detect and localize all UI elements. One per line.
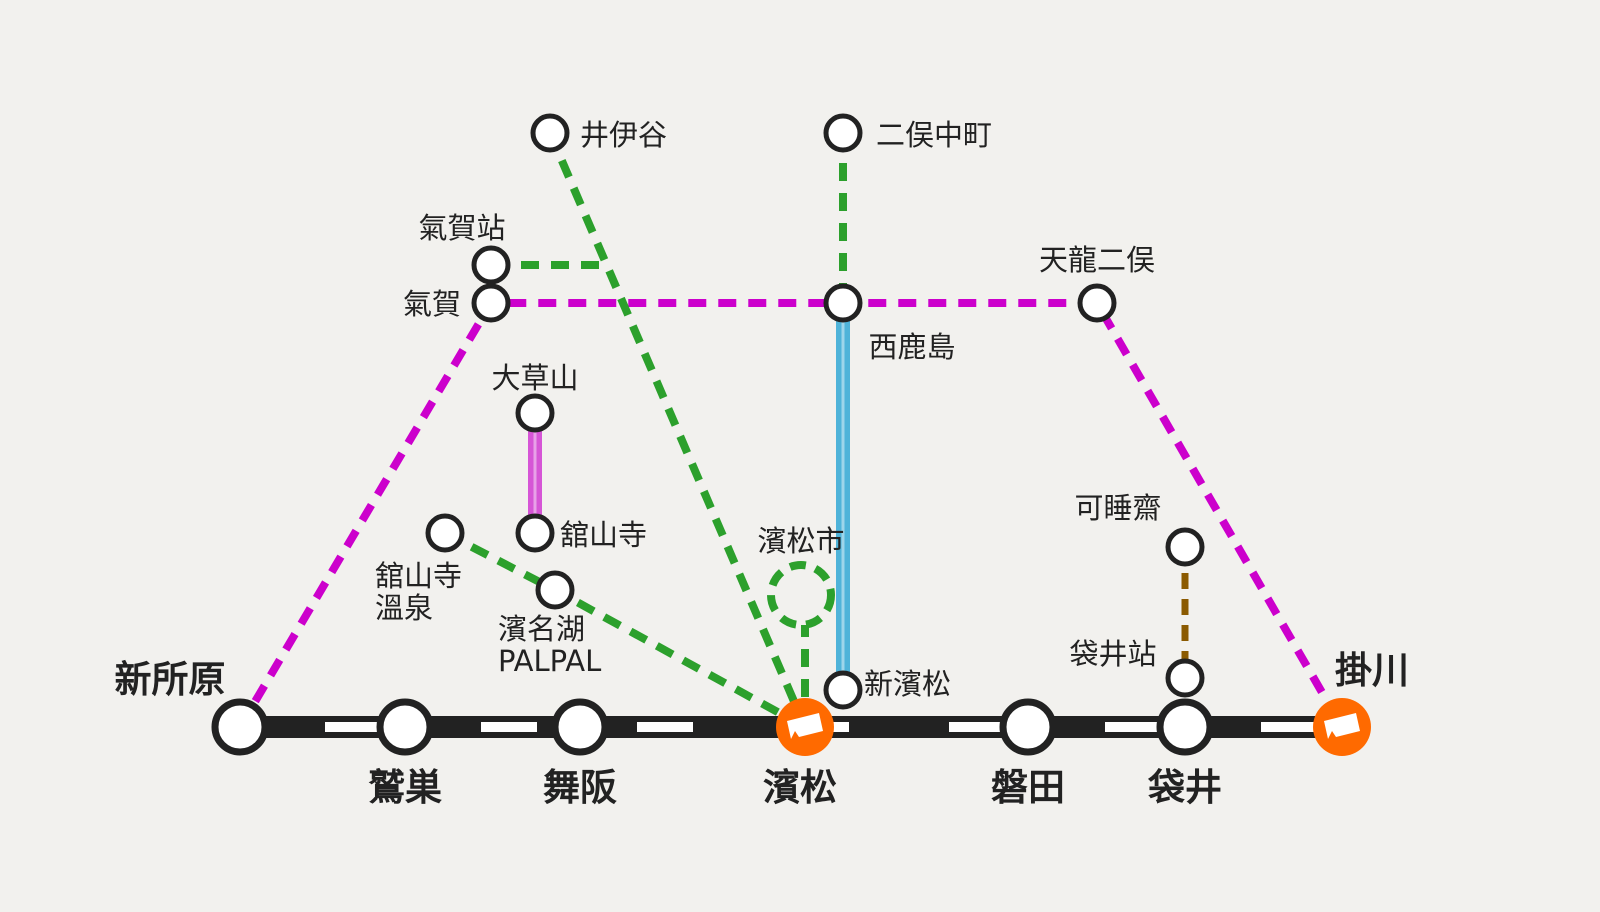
station-label-kanzanjionsen-line2: 溫泉 bbox=[375, 591, 433, 625]
train-terminal-icon[interactable] bbox=[1313, 698, 1371, 756]
station-label-kasuisai: 可睡齋 bbox=[1074, 491, 1161, 525]
station-label-shinhamamatsu: 新濱松 bbox=[864, 667, 951, 701]
green-route-iinoya bbox=[546, 131, 809, 729]
train-terminal-icon[interactable] bbox=[776, 698, 834, 756]
station-label-iinoya: 井伊谷 bbox=[580, 118, 667, 152]
station-marker-futamatanakamachi[interactable] bbox=[823, 113, 863, 153]
station-marker-nishikajima[interactable] bbox=[823, 283, 863, 323]
station-label-tenryufutamata: 天龍二俣 bbox=[1039, 243, 1155, 277]
station-marker-tenryufutamata[interactable] bbox=[1077, 283, 1117, 323]
station-label-palpal: 濱名湖 bbox=[498, 612, 585, 646]
station-label-kanzanjionsen: 舘山寺 bbox=[375, 559, 462, 593]
station-marker-iwata[interactable] bbox=[999, 698, 1057, 756]
station-label-hamamatsushi: 濱松市 bbox=[757, 524, 844, 558]
station-label-washizu: 鷲巣 bbox=[368, 766, 442, 809]
station-marker-kanzanji[interactable] bbox=[515, 513, 555, 553]
hamamatsushi-station-marker[interactable] bbox=[767, 561, 835, 629]
station-label-futamatanakamachi: 二俣中町 bbox=[876, 118, 992, 152]
station-label-kigastation: 氣賀站 bbox=[418, 211, 505, 245]
station-marker-shinjohara[interactable] bbox=[211, 698, 269, 756]
station-marker-shinhamamatsu[interactable] bbox=[823, 670, 863, 710]
station-marker-maisaka[interactable] bbox=[551, 698, 609, 756]
station-marker-kigastation[interactable] bbox=[471, 245, 511, 285]
station-marker-palpal[interactable] bbox=[535, 570, 575, 610]
station-label-fukuroi: 袋井 bbox=[1147, 766, 1222, 809]
station-label-kakegawa: 掛川 bbox=[1335, 649, 1409, 692]
station-label-fukuroistation: 袋井站 bbox=[1069, 637, 1156, 671]
station-label-palpal-line2: PALPAL bbox=[498, 644, 601, 678]
station-marker-washizu[interactable] bbox=[376, 698, 434, 756]
station-marker-kasuisai[interactable] bbox=[1165, 527, 1205, 567]
stations bbox=[211, 113, 1371, 756]
station-label-hamamatsu: 濱松 bbox=[763, 766, 837, 809]
station-label-maisaka: 舞阪 bbox=[543, 766, 617, 809]
station-marker-iinoya[interactable] bbox=[530, 113, 570, 153]
station-label-nishikajima: 西鹿島 bbox=[868, 330, 955, 364]
station-label-okusayama: 大草山 bbox=[491, 361, 578, 395]
station-marker-kiga[interactable] bbox=[471, 283, 511, 323]
station-marker-kanzanjionsen[interactable] bbox=[425, 513, 465, 553]
station-label-shinjohara: 新所原 bbox=[115, 658, 226, 701]
station-label-kiga: 氣賀 bbox=[403, 287, 461, 321]
station-marker-okusayama[interactable] bbox=[515, 393, 555, 433]
station-marker-fukuroi[interactable] bbox=[1156, 698, 1214, 756]
route-lines bbox=[236, 131, 1346, 731]
magenta-route-line bbox=[236, 299, 1346, 730]
station-label-iwata: 磐田 bbox=[991, 766, 1065, 809]
station-marker-fukuroistation[interactable] bbox=[1165, 658, 1205, 698]
station-label-kanzanji: 舘山寺 bbox=[560, 518, 647, 552]
